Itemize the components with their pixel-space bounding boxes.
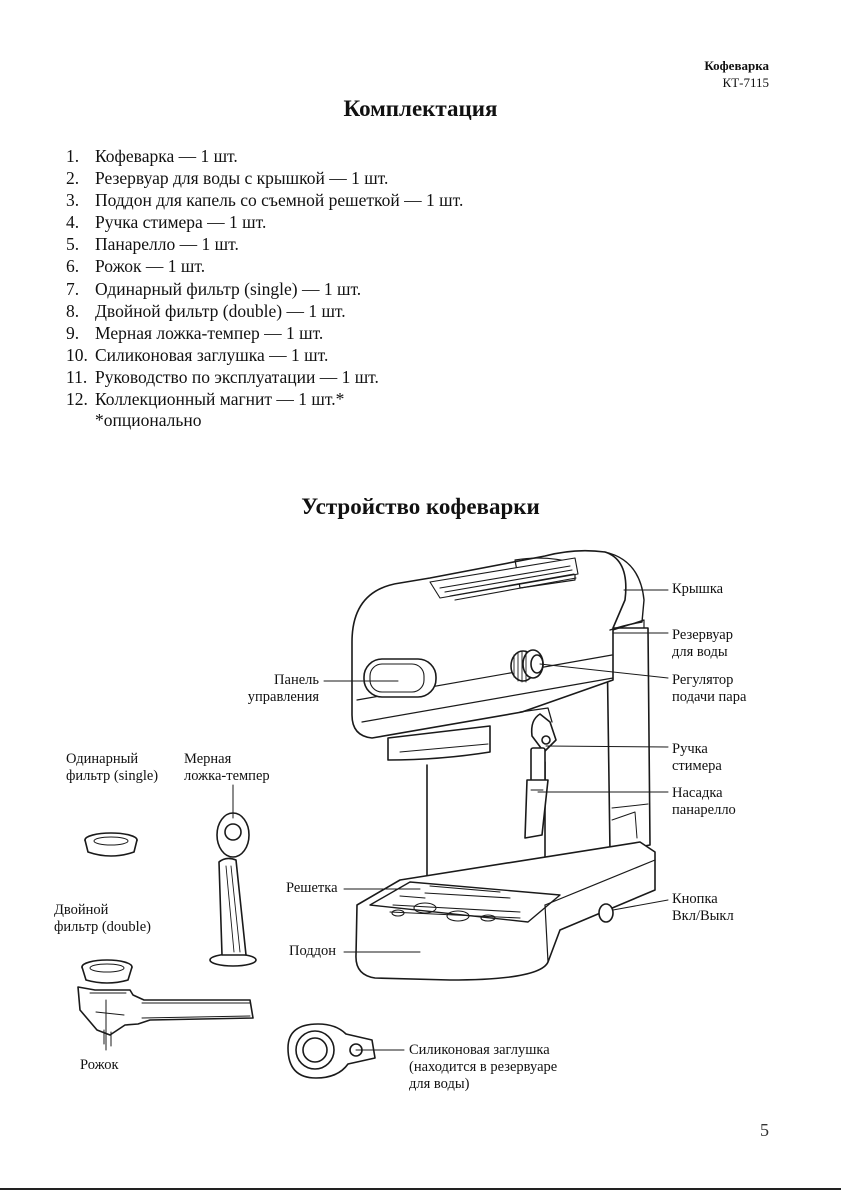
list-item: 7.Одинарный фильтр (single) — 1 шт. (66, 278, 362, 299)
steam-knob (510, 649, 544, 683)
header-brand: Кофеварка (704, 58, 769, 73)
page-number: 5 (760, 1120, 769, 1140)
grate-slots (389, 885, 521, 922)
list-item: 11.Руководство по эксплуатации — 1 шт. (66, 366, 379, 387)
double-filter-illustration (81, 959, 133, 984)
single-filter-illustration (84, 832, 138, 857)
label-grate: Решетка (286, 880, 338, 896)
list-item: 10.Силиконовая заглушка — 1 шт. (66, 344, 329, 365)
label-lid: Крышка (672, 581, 724, 597)
coffee-machine-illustration (351, 549, 656, 981)
section-title-contents: Комплектация (343, 96, 498, 121)
tamper-illustration (209, 812, 257, 967)
list-item: 2.Резервуар для воды с крышкой — 1 шт. (66, 168, 389, 189)
lid-vent (429, 557, 579, 601)
list-item: 5.Панарелло — 1 шт. (66, 234, 239, 255)
list-item: 4.Ручка стимера — 1 шт. (66, 212, 267, 233)
power-button-shape (598, 903, 614, 923)
optional-note: *опционально (95, 410, 202, 430)
group-head (387, 725, 491, 761)
list-item: 9.Мерная ложка-темпер — 1 шт. (66, 322, 324, 343)
label-drip-tray: Поддон (289, 943, 337, 959)
steam-wand (519, 707, 557, 839)
header-model: КТ-7115 (722, 75, 769, 90)
section-title-device: Устройство кофеварки (301, 494, 540, 519)
footer-rule (0, 1188, 841, 1190)
list-item: 12.Коллекционный магнит — 1 шт.* (66, 389, 345, 410)
control-panel-shape (363, 658, 437, 698)
portafilter-illustration (77, 986, 254, 1047)
leader-lines (105, 589, 669, 1051)
list-item: 6.Рожок — 1 шт. (66, 256, 206, 277)
silicone-plug-illustration (287, 1023, 376, 1079)
label-portafilter: Рожок (80, 1057, 119, 1073)
list-item: 3.Поддон для капель со съемной решеткой … (66, 190, 464, 211)
label-silicone-plug: Силиконовая заглушка(находится в резерву… (409, 1042, 558, 1092)
contents-list: 1.Кофеварка — 1 шт. 2.Резервуар для воды… (66, 145, 463, 410)
list-item: 1.Кофеварка — 1 шт. (66, 146, 238, 166)
list-item: 8.Двойной фильтр (double) — 1 шт. (66, 300, 346, 321)
